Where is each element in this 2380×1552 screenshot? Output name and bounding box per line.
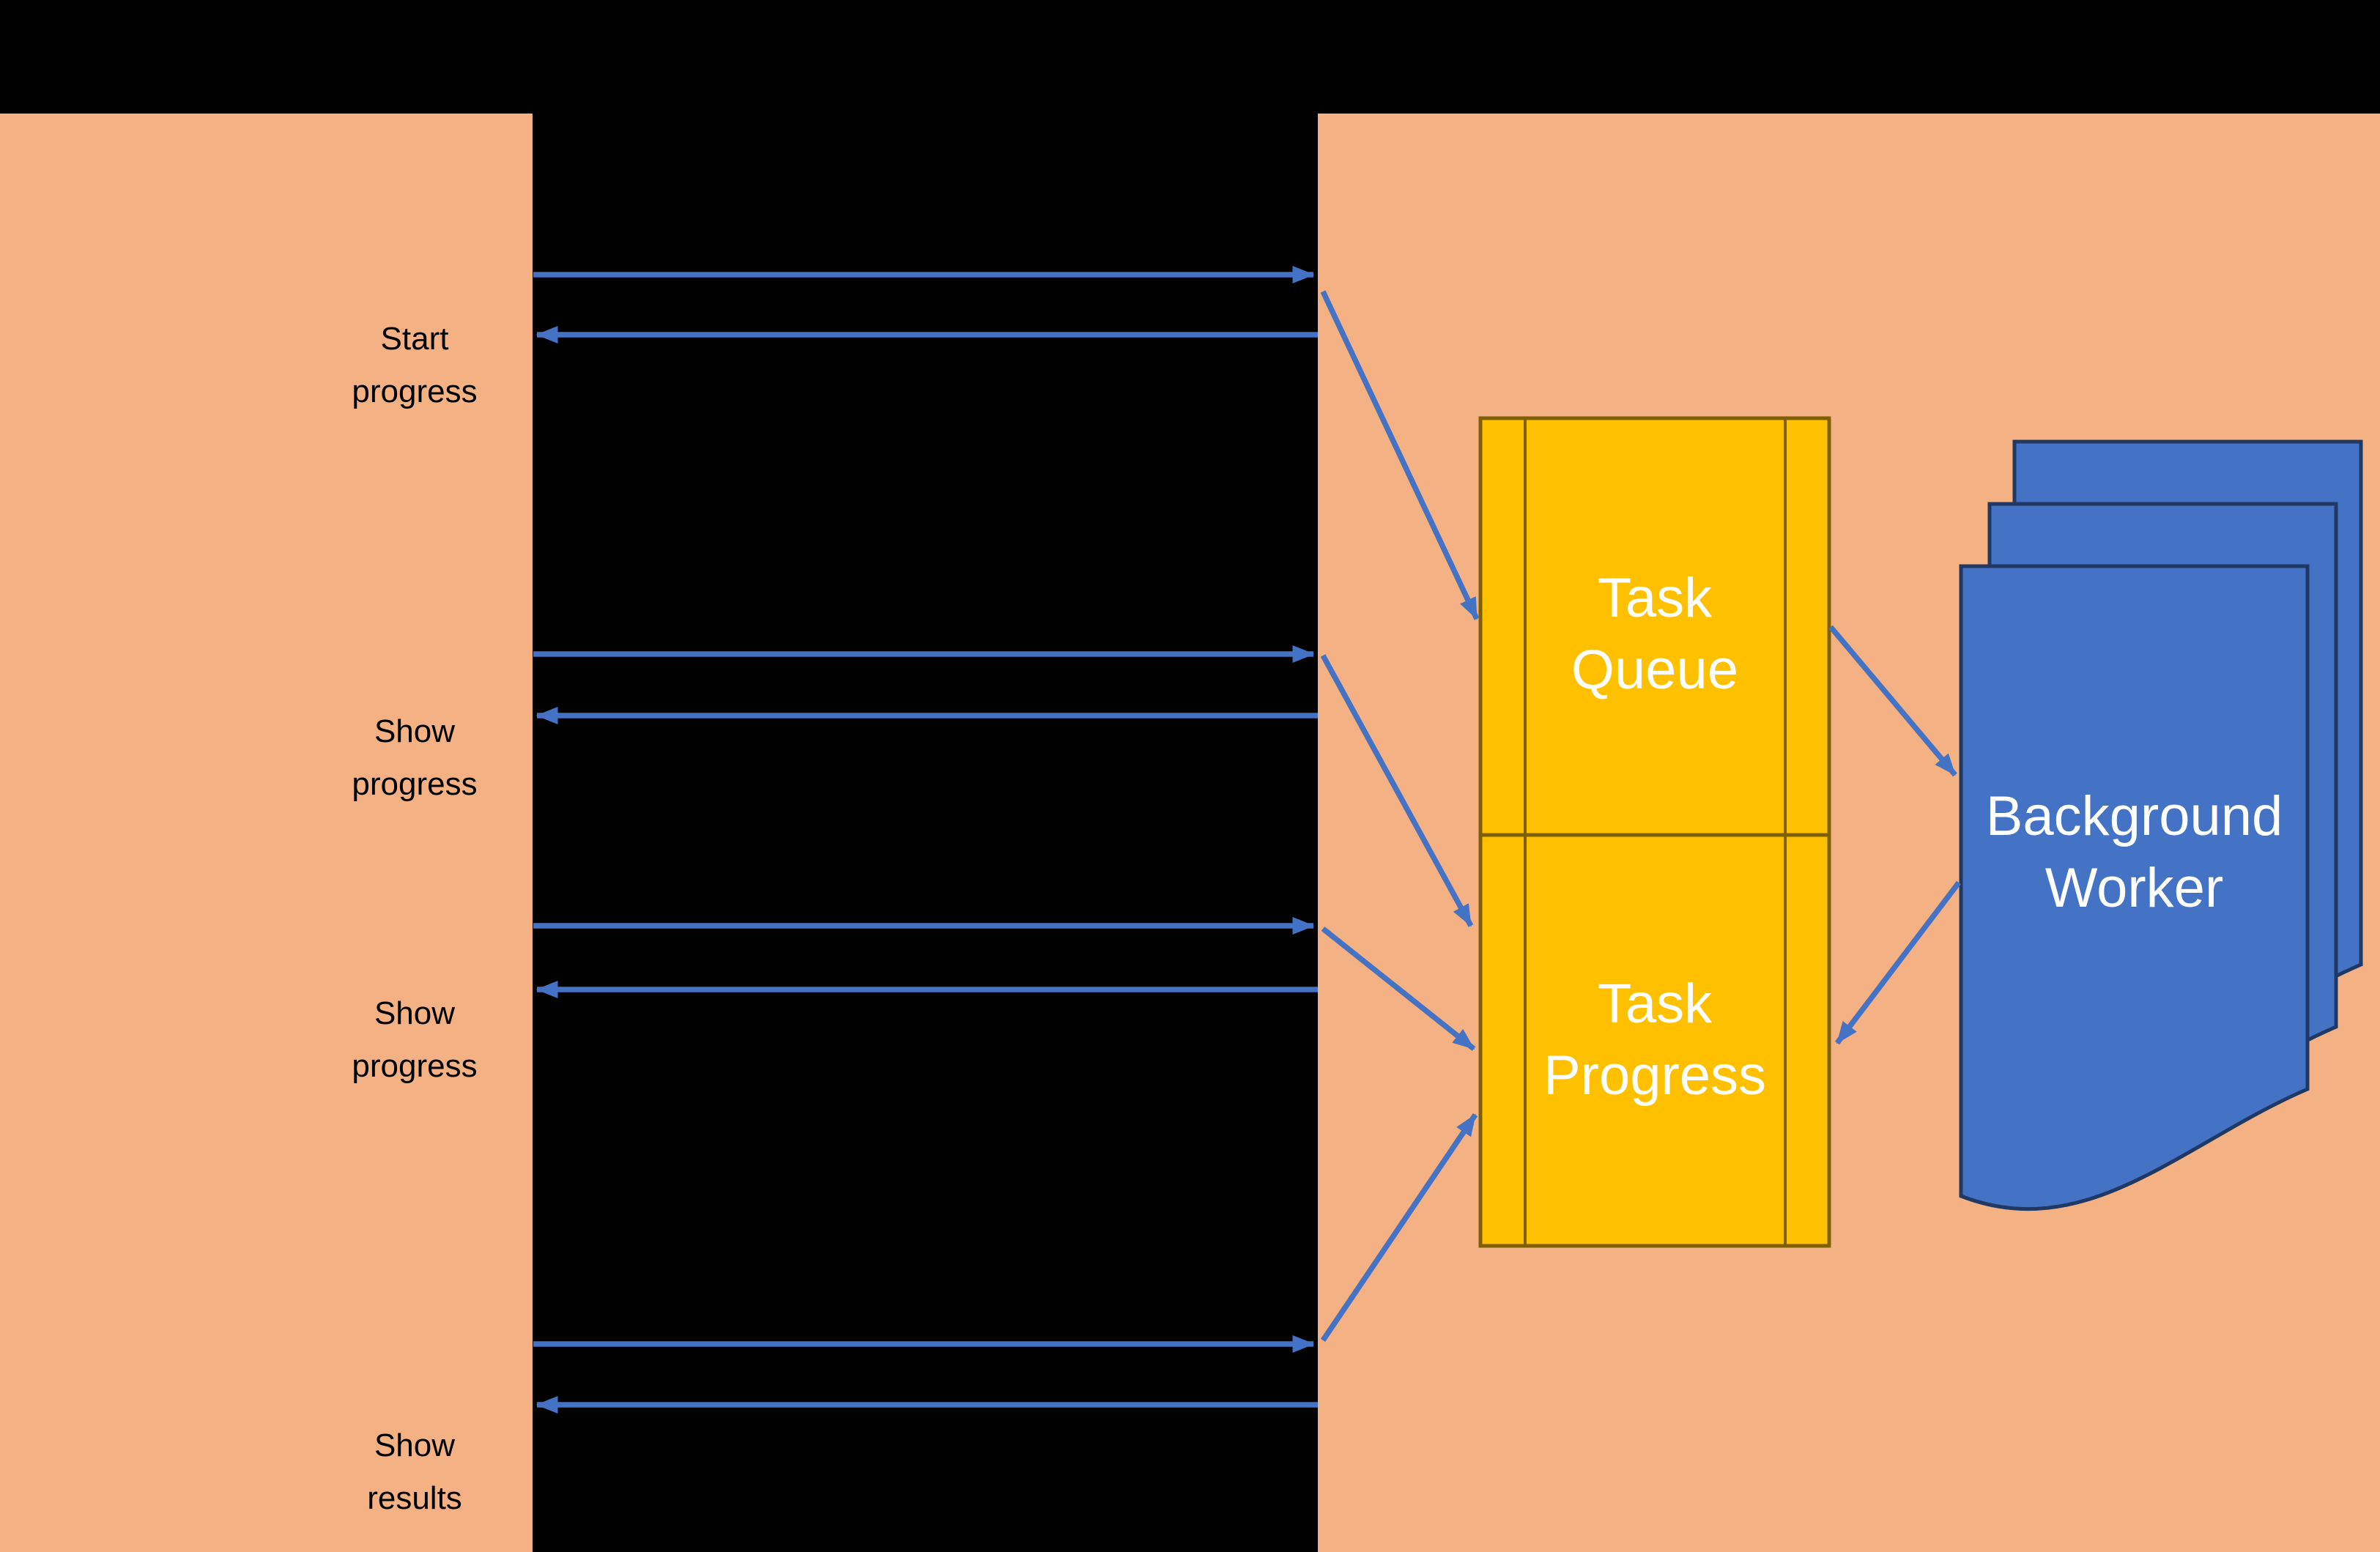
label-show-progress-2: Show progress: [268, 987, 561, 1093]
sequence-arrows: [533, 265, 1318, 1414]
arrow-task-queue-to-worker: [1828, 625, 1957, 777]
arrow-server-to-task-progress-1: [1320, 654, 1474, 927]
label-line: Show: [374, 1427, 456, 1463]
label-line: Worker: [2044, 857, 2224, 919]
left-lifeline-panel: [0, 114, 533, 1552]
label-line: Task: [1597, 973, 1713, 1035]
label-line: Start: [380, 321, 449, 357]
arrow-worker-to-task-progress: [1835, 880, 1961, 1045]
arrow-server-to-task-progress-2: [1321, 927, 1476, 1051]
background-worker-label: Background Worker: [1961, 781, 2307, 924]
arrow-server-to-task-queue: [1320, 290, 1480, 620]
label-show-results: Show results: [268, 1419, 561, 1525]
label-line: results: [367, 1480, 462, 1516]
label-show-progress-1: Show progress: [268, 705, 561, 811]
label-line: Background: [1985, 785, 2283, 847]
task-queue-label: Task Queue: [1480, 562, 1829, 706]
label-line: Queue: [1571, 639, 1739, 701]
task-flow-arrows: [1320, 290, 1961, 1343]
label-line: Task: [1597, 567, 1713, 629]
label-line: progress: [352, 766, 478, 802]
task-progress-box: [1478, 833, 1831, 1248]
label-line: progress: [352, 1048, 478, 1084]
label-line: Show: [374, 995, 456, 1031]
label-line: Progress: [1543, 1044, 1767, 1107]
arrow-task-progress-to-server: [1320, 1113, 1478, 1343]
background-worker-multidocument: [1959, 439, 2363, 1211]
background-worker-doc-front: [1959, 564, 2310, 1211]
label-line: progress: [352, 374, 478, 409]
task-progress-label: Task Progress: [1480, 968, 1829, 1112]
label-start-progress: Start progress: [268, 313, 561, 418]
task-queue-box: [1478, 416, 1831, 837]
label-line: Show: [374, 713, 456, 749]
